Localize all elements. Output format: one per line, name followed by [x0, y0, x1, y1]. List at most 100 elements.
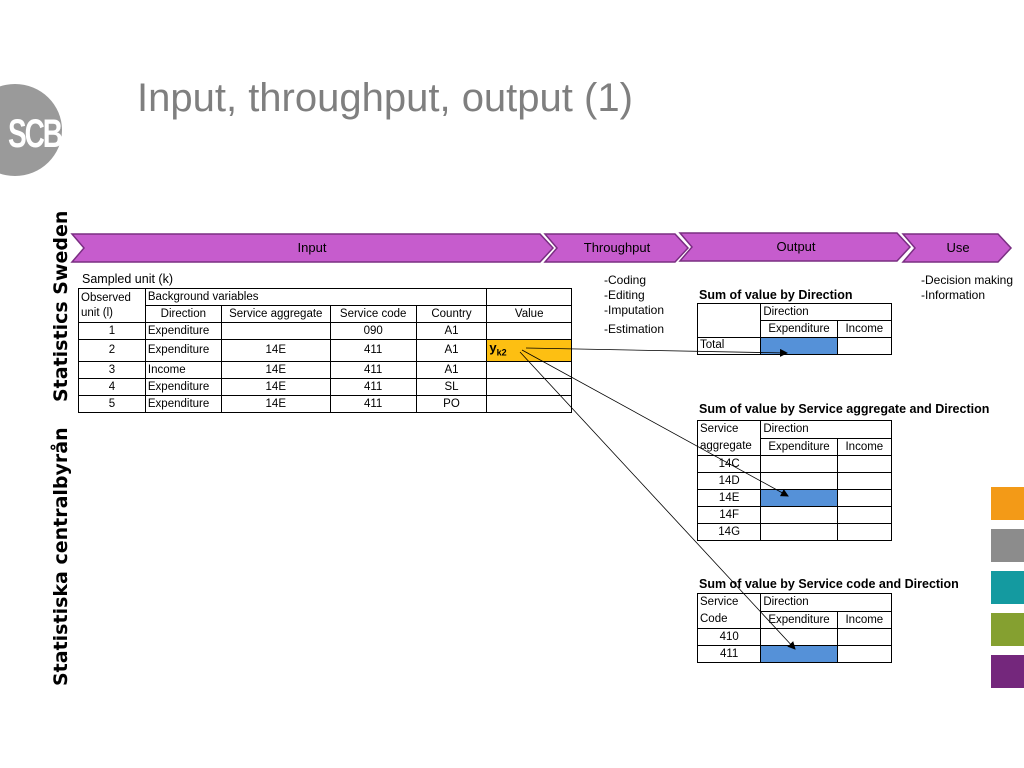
header-background-variables: Background variables — [144, 288, 488, 306]
ot1-group-header: Direction — [760, 303, 892, 321]
stage-label-throughput: Throughput — [583, 240, 651, 255]
cell-service-aggregate — [220, 322, 331, 340]
output-table-3-title: Sum of value by Service code and Directi… — [699, 577, 959, 591]
cell-service-code: 090 — [329, 322, 417, 340]
side-square-gray — [991, 529, 1024, 562]
cell-direction: Income — [144, 360, 222, 379]
input-table-caption: Sampled unit (k) — [82, 272, 174, 286]
cell-country: A1 — [415, 339, 488, 362]
ot2-cell — [836, 472, 893, 490]
flow-arrow-output — [678, 232, 912, 262]
ot2-cell — [760, 472, 838, 490]
cell-unit: 5 — [78, 394, 146, 413]
ot2-row-label: 14C — [696, 455, 762, 473]
cell-value — [486, 394, 572, 413]
cell-service-code: 411 — [329, 360, 417, 379]
table-row: 14G — [696, 523, 893, 541]
cell-value — [486, 322, 572, 340]
ot3-cell-highlighted — [760, 645, 838, 663]
header-observed-unit: Observed unit (l) — [78, 288, 146, 323]
output-table-2-title: Sum of value by Service aggregate and Di… — [699, 402, 990, 416]
ot2-col-income: Income — [836, 437, 893, 456]
throughput-note-editing: -Editing — [604, 288, 645, 302]
ot2-cell — [836, 523, 893, 541]
output-table-1: Direction Expenditure Income Total — [696, 303, 893, 355]
ot2-cell — [760, 506, 838, 524]
side-square-orange — [991, 487, 1024, 520]
cell-service-code: 411 — [329, 377, 417, 396]
input-table: Observed unit (l) Background variables D… — [78, 288, 572, 413]
table-row: 411 — [696, 645, 893, 663]
ot2-col-expenditure: Expenditure — [760, 437, 838, 456]
table-row: 410 — [696, 628, 893, 646]
table-row: 2 Expenditure 14E 411 A1 yk2 — [78, 339, 572, 362]
stage-label-output: Output — [776, 239, 816, 254]
ot2-cell — [836, 455, 893, 473]
table-row: 3 Income 14E 411 A1 — [78, 360, 572, 379]
ot2-row-label: 14G — [696, 523, 762, 541]
value-symbol: y — [489, 340, 497, 355]
cell-service-code: 411 — [329, 339, 417, 362]
side-square-teal — [991, 571, 1024, 604]
ot1-corner — [696, 303, 762, 338]
use-note-information: -Information — [921, 288, 986, 302]
cell-country: A1 — [415, 360, 488, 379]
cell-service-aggregate: 14E — [220, 339, 331, 362]
ot3-row-label: 411 — [696, 645, 762, 663]
vertical-text-statistiska-centralbyran: Statistiska centralbyrån — [50, 427, 72, 686]
cell-unit: 1 — [78, 322, 146, 340]
ot2-cell-highlighted — [760, 489, 838, 507]
process-flow-diagram — [70, 232, 1013, 263]
ot3-row-label: 410 — [696, 628, 762, 646]
cell-value — [486, 377, 572, 396]
cell-service-code: 411 — [329, 394, 417, 413]
ot3-cell — [836, 628, 893, 646]
ot2-group-header: Direction — [760, 420, 892, 439]
ot2-row-label: 14F — [696, 506, 762, 524]
flow-arrow-throughput — [543, 233, 690, 263]
ot3-row-header: Service Code — [696, 593, 762, 629]
throughput-note-estimation: -Estimation — [604, 322, 665, 336]
header-direction: Direction — [144, 305, 222, 323]
cell-service-aggregate: 14E — [220, 360, 331, 379]
output-table-2: Service aggregate Direction Expenditure … — [696, 420, 893, 541]
ot1-row-total: Total — [696, 337, 762, 355]
value-subscript: k2 — [496, 347, 507, 358]
stage-label-use: Use — [946, 240, 970, 255]
flow-arrow-input — [70, 233, 555, 263]
table-row: 4 Expenditure 14E 411 SL — [78, 377, 572, 396]
side-square-purple — [991, 655, 1024, 688]
ot3-col-income: Income — [836, 610, 893, 629]
output-table-1-title: Sum of value by Direction — [699, 288, 853, 302]
cell-direction: Expenditure — [144, 322, 222, 340]
cell-service-aggregate: 14E — [220, 377, 331, 396]
output-table-3: Service Code Direction Expenditure Incom… — [696, 593, 893, 663]
ot2-row-header: Service aggregate — [696, 420, 762, 456]
table-row: 14C — [696, 455, 893, 473]
flow-arrow-use — [901, 233, 1013, 263]
table-row: 14F — [696, 506, 893, 524]
cell-country: A1 — [415, 322, 488, 340]
ot1-col-expenditure: Expenditure — [760, 320, 838, 338]
ot1-col-income: Income — [836, 320, 893, 338]
table-row: 14D — [696, 472, 893, 490]
table-row: Total — [696, 337, 893, 355]
ot2-row-label: 14E — [696, 489, 762, 507]
side-square-green — [991, 613, 1024, 646]
header-value: Value — [486, 305, 572, 323]
cell-country: SL — [415, 377, 488, 396]
ot2-cell — [836, 506, 893, 524]
cell-value-highlighted: yk2 — [486, 339, 572, 362]
header-empty — [486, 288, 572, 306]
header-service-code: Service code — [329, 305, 417, 323]
cell-country: PO — [415, 394, 488, 413]
ot3-group-header: Direction — [760, 593, 892, 612]
throughput-note-imputation: -Imputation — [604, 303, 665, 317]
ot1-cell-highlighted — [760, 337, 838, 355]
header-service-aggregate: Service aggregate — [220, 305, 331, 323]
table-row: 14E — [696, 489, 893, 507]
header-country: Country — [415, 305, 488, 323]
slide-title: Input, throughput, output (1) — [137, 76, 633, 120]
cell-direction: Expenditure — [144, 377, 222, 396]
ot2-cell — [836, 489, 893, 507]
